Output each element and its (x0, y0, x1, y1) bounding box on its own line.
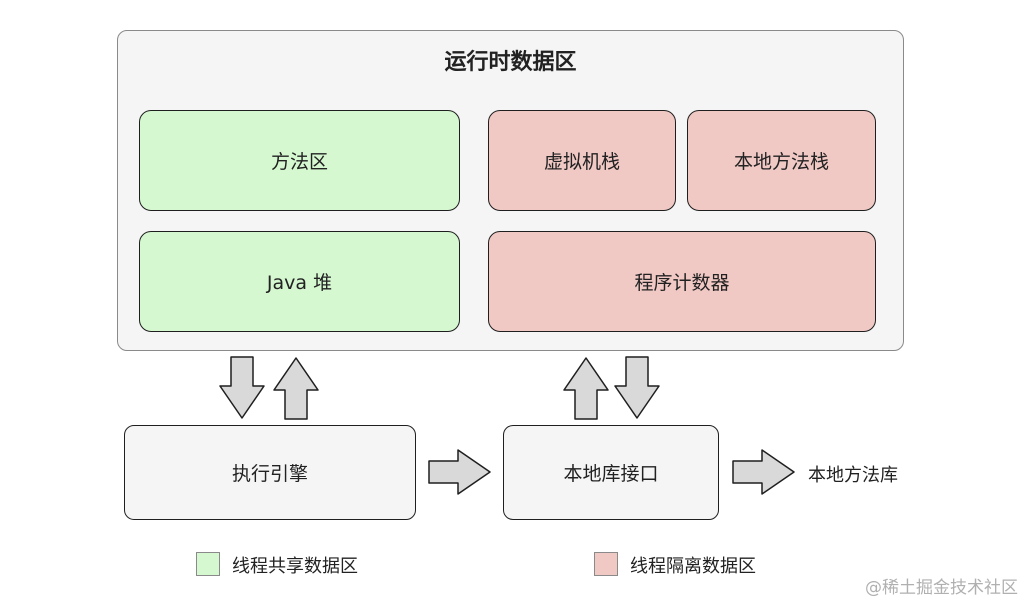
right-arrow-icon (428, 449, 491, 495)
java-heap-box: Java 堆 (139, 231, 460, 332)
native-interface-box: 本地库接口 (503, 425, 719, 520)
legend-shared-swatch (196, 552, 220, 576)
legend-isolated-label: 线程隔离数据区 (630, 556, 756, 577)
down-arrow-icon (614, 356, 660, 419)
up-arrow-icon (563, 357, 609, 420)
watermark: @稀土掘金技术社区 (865, 578, 1018, 598)
native-library-label: 本地方法库 (808, 465, 898, 486)
execution-engine-label: 执行引擎 (231, 463, 308, 485)
up-arrow-icon (273, 357, 319, 420)
native-interface-label: 本地库接口 (563, 463, 659, 485)
program-counter-box: 程序计数器 (488, 231, 876, 332)
java-heap-label: Java 堆 (266, 272, 333, 294)
execution-engine-box: 执行引擎 (124, 425, 416, 520)
right-arrow-icon (732, 449, 795, 495)
vm-stack-label: 虚拟机栈 (543, 151, 620, 173)
legend-shared-label: 线程共享数据区 (232, 556, 358, 577)
native-method-stack-label: 本地方法栈 (733, 151, 829, 173)
runtime-data-area-title: 运行时数据区 (444, 50, 577, 75)
program-counter-label: 程序计数器 (634, 272, 730, 294)
method-area-label: 方法区 (270, 151, 328, 173)
vm-stack-box: 虚拟机栈 (488, 110, 676, 211)
down-arrow-icon (219, 356, 265, 419)
method-area-box: 方法区 (139, 110, 460, 211)
legend-isolated-swatch (594, 552, 618, 576)
native-method-stack-box: 本地方法栈 (687, 110, 876, 211)
